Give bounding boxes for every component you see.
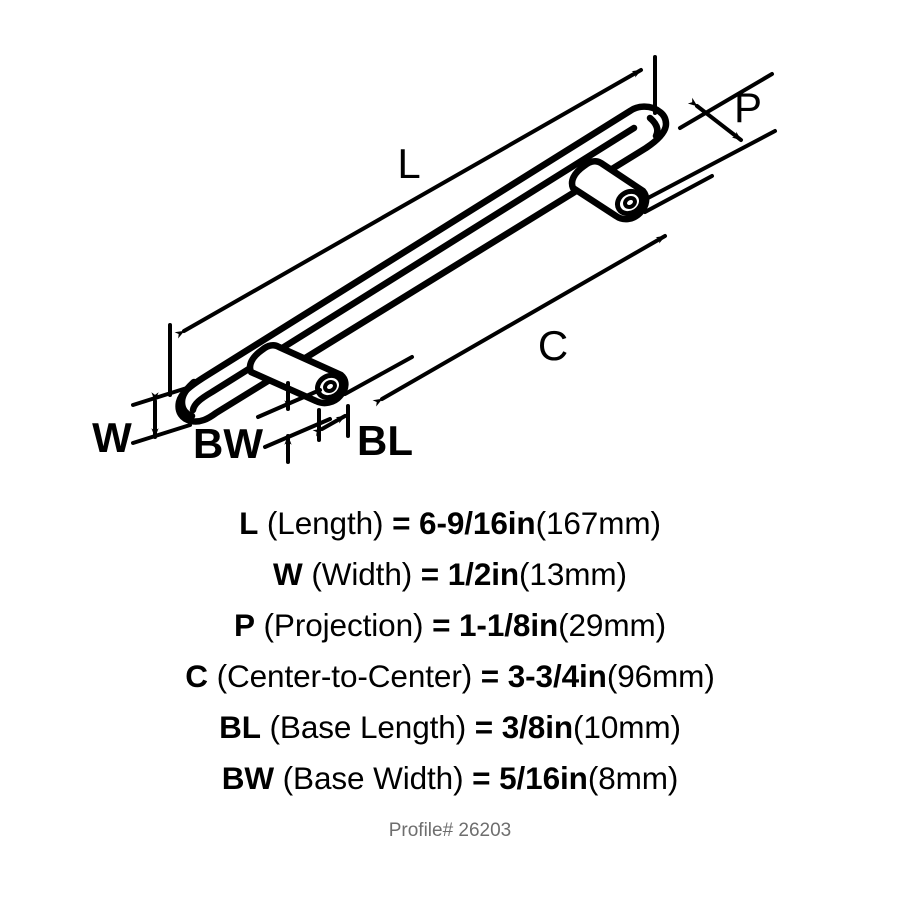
spec-code-base-width: BW <box>221 760 274 796</box>
handle-right-endcap <box>646 114 661 140</box>
dimension-center-to-center <box>343 174 714 407</box>
spec-equals-base-width: = <box>472 760 491 796</box>
handle-bar-top-edge <box>189 124 638 414</box>
spec-metric-base-length: (10mm) <box>573 709 681 745</box>
spec-value-length: 6-9/16in <box>419 505 536 541</box>
spec-equals-center-to-center: = <box>480 658 500 694</box>
spec-code-projection: P <box>233 607 255 643</box>
spec-metric-projection: (29mm) <box>558 607 667 643</box>
w-extension-bottom <box>131 423 192 445</box>
spec-name-projection: (Projection) <box>263 607 424 643</box>
spec-row-width: W (Width) = 1/2in(13mm) <box>0 549 900 600</box>
spec-value-base-length: 3/8in <box>501 709 574 745</box>
post-left-screw-hole <box>323 380 337 393</box>
c-dimension-arrow <box>372 234 667 407</box>
dimension-length <box>168 55 657 397</box>
spec-equals-base-length: = <box>474 709 494 745</box>
spec-row-center-to-center: C (Center-to-Center) = 3-3/4in(96mm) <box>0 651 900 702</box>
spec-name-center-to-center: (Center-to-Center) <box>216 658 473 694</box>
dimension-base-length <box>312 404 350 442</box>
c-extension-right <box>643 174 714 214</box>
spec-value-center-to-center: 3-3/4in <box>507 658 607 694</box>
spec-value-projection: 1-1/8in <box>459 607 559 643</box>
spec-name-length: (Length) <box>266 505 384 541</box>
spec-name-base-width: (Base Width) <box>282 760 464 796</box>
spec-name-base-length: (Base Length) <box>269 709 467 745</box>
bl-dimension-arrow <box>312 414 347 437</box>
mounting-post-right <box>568 158 650 223</box>
label-projection: P <box>734 84 762 131</box>
label-width: W <box>92 414 132 461</box>
spec-name-width: (Width) <box>311 556 413 592</box>
label-base-width: BW <box>193 420 263 467</box>
label-length: L <box>397 140 420 187</box>
spec-metric-base-width: (8mm) <box>587 760 679 796</box>
spec-equals-projection: = <box>432 607 451 643</box>
w-extension-top <box>131 385 192 407</box>
dimension-width <box>131 385 192 445</box>
l-dimension-arrow <box>174 68 643 339</box>
spec-row-length: L (Length) = 6-9/16in(167mm) <box>0 498 900 549</box>
p-dimension-arrow <box>687 97 743 142</box>
spec-metric-center-to-center: (96mm) <box>606 658 715 694</box>
spec-value-base-width: 5/16in <box>499 760 588 796</box>
label-center-to-center: C <box>538 322 568 369</box>
spec-code-length: L <box>239 505 259 541</box>
spec-value-width: 1/2in <box>447 556 520 592</box>
spec-row-projection: P (Projection) = 1-1/8in(29mm) <box>0 600 900 651</box>
product-dimension-drawing: L P C W BW BL <box>92 55 777 467</box>
specification-list: L (Length) = 6-9/16in(167mm) W (Width) =… <box>0 498 900 804</box>
spec-metric-length: (167mm) <box>535 505 661 541</box>
spec-code-base-length: BL <box>219 709 261 745</box>
mounting-post-left <box>246 342 349 407</box>
spec-code-width: W <box>273 556 303 592</box>
spec-code-center-to-center: C <box>185 658 208 694</box>
p-extension-lower <box>646 129 777 200</box>
label-base-length: BL <box>357 417 413 464</box>
spec-equals-length: = <box>392 505 411 541</box>
spec-row-base-width: BW (Base Width) = 5/16in(8mm) <box>0 753 900 804</box>
spec-equals-width: = <box>420 556 440 592</box>
profile-number: Profile# 26203 <box>388 820 512 841</box>
dimension-projection <box>646 72 777 200</box>
spec-metric-width: (13mm) <box>519 556 627 592</box>
spec-row-base-length: BL (Base Length) = 3/8in(10mm) <box>0 702 900 753</box>
